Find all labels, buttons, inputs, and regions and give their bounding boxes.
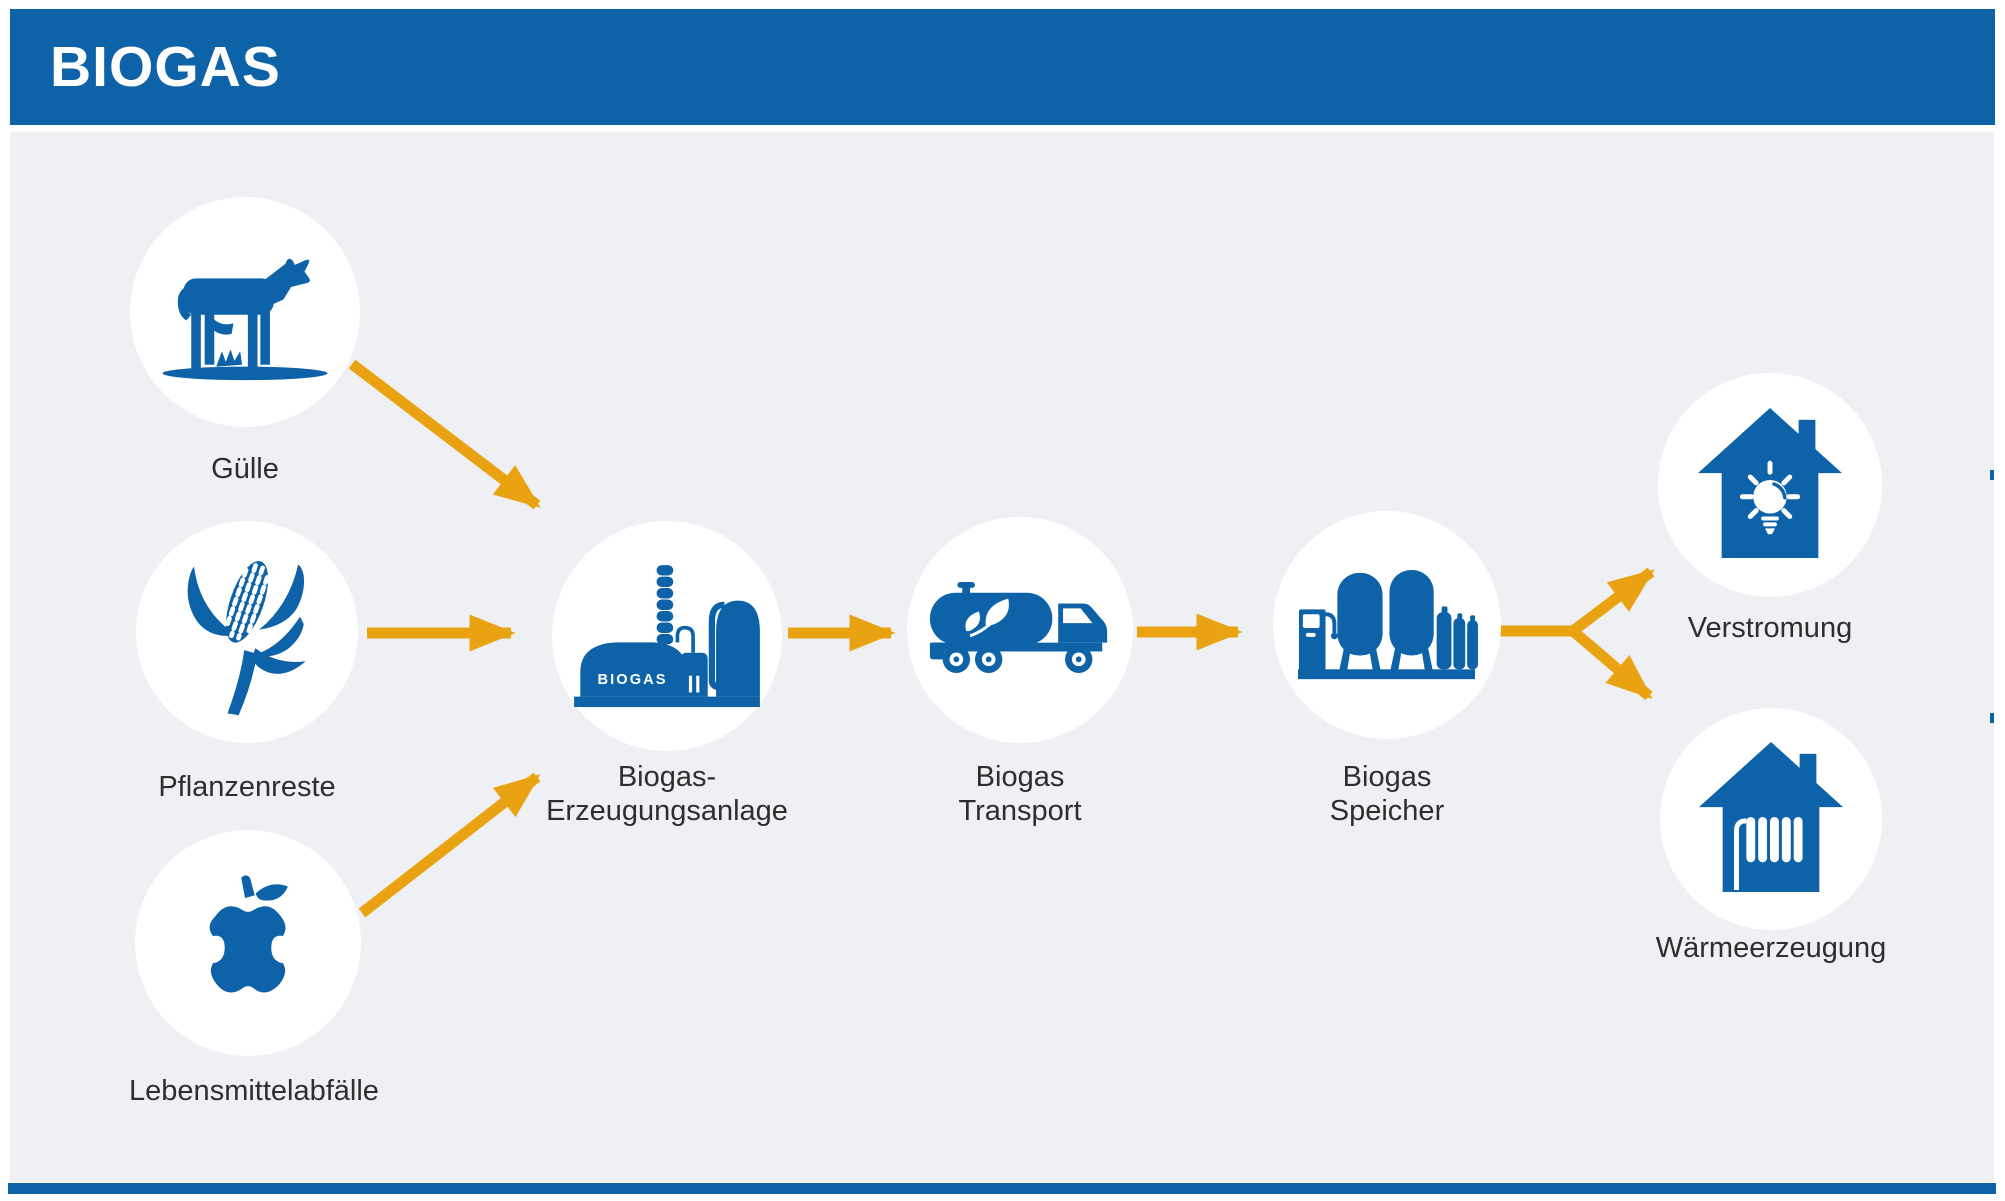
label-erzeugungsanlage-line2: Erzeugungsanlage bbox=[546, 795, 788, 827]
node-transport bbox=[907, 517, 1133, 743]
node-pflanzenreste bbox=[136, 521, 358, 743]
footer-bar bbox=[8, 1183, 1996, 1194]
label-transport-line1: Biogas bbox=[975, 761, 1065, 793]
clipped-edge-mark bbox=[1990, 470, 1994, 480]
label-speicher-line2: Speicher bbox=[1329, 795, 1445, 827]
storage-tanks-icon bbox=[1297, 570, 1478, 680]
label-lebensmittelabfaelle: Lebensmittelabfälle bbox=[129, 1075, 379, 1107]
label-speicher-line1: Biogas bbox=[1342, 761, 1432, 793]
label-guelle: Gülle bbox=[211, 453, 279, 485]
label-erzeugungsanlage-line1: Biogas- bbox=[617, 761, 717, 793]
label-verstromung: Verstromung bbox=[1687, 612, 1853, 644]
tanker-truck-icon bbox=[929, 582, 1108, 674]
label-transport: Biogas Transport bbox=[790, 760, 1250, 828]
plant-sign-text: BIOGAS bbox=[597, 672, 667, 688]
node-speicher bbox=[1273, 511, 1501, 739]
label-transport-line2: Transport bbox=[958, 795, 1082, 827]
house-lightbulb-icon bbox=[1697, 408, 1843, 559]
clipped-edge-mark bbox=[1990, 713, 1994, 723]
node-verstromung bbox=[1658, 373, 1882, 597]
diagram-canvas: Gülle bbox=[10, 132, 1994, 1182]
apple-core-icon bbox=[209, 875, 288, 993]
header-bar: BIOGAS bbox=[10, 9, 1995, 125]
label-pflanzenreste: Pflanzenreste bbox=[158, 771, 336, 803]
label-waermeerzeugung: Wärmeerzeugung bbox=[1655, 932, 1887, 964]
node-waermeerzeugung bbox=[1660, 708, 1882, 930]
corn-icon bbox=[187, 560, 306, 716]
cow-icon bbox=[162, 258, 328, 380]
node-lebensmittelabfaelle bbox=[135, 830, 361, 1056]
house-radiator-icon bbox=[1698, 742, 1844, 893]
node-guelle bbox=[130, 197, 360, 427]
biogas-plant-icon: BIOGAS bbox=[574, 565, 760, 707]
label-erzeugungsanlage: Biogas- Erzeugungsanlage bbox=[437, 760, 897, 828]
label-speicher: Biogas Speicher bbox=[1157, 760, 1617, 828]
page-title: BIOGAS bbox=[50, 35, 281, 99]
node-erzeugungsanlage: BIOGAS bbox=[552, 521, 782, 751]
